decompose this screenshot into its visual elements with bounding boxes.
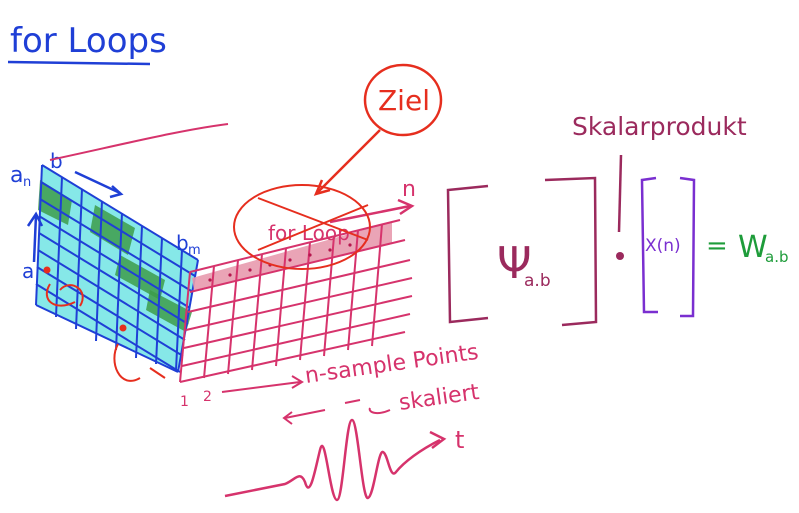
- matrix-green-patch: [146, 290, 192, 332]
- time-label: t: [455, 426, 464, 454]
- w-symbol: W: [738, 230, 768, 265]
- step-dot: [119, 324, 127, 332]
- sample-grid: n 1 2: [179, 177, 416, 410]
- vector-bracket-left: [640, 176, 658, 314]
- label-a: a: [22, 259, 34, 283]
- psi-matrix: Ψ a.b: [446, 176, 598, 327]
- psi-bracket-right: [544, 176, 598, 327]
- title: for Loops: [10, 21, 167, 61]
- sample-points-label: n-sample Points: [303, 340, 480, 389]
- w-subscript: a.b: [765, 248, 788, 266]
- skalar-pointer: [617, 154, 623, 233]
- axis-n-label: n: [402, 177, 416, 202]
- title-underline: [7, 60, 151, 66]
- b-direction-arrow: [74, 170, 121, 195]
- goal-arrow: [317, 129, 381, 193]
- connector-line: [49, 123, 229, 161]
- dot-product-operator: [616, 252, 624, 260]
- vector-label: X(n): [645, 236, 681, 256]
- psi-subscript: a.b: [524, 271, 551, 291]
- vector-bracket-right: [679, 176, 696, 318]
- skalarprodukt-label: Skalarprodukt: [572, 112, 747, 141]
- parameter-matrix: a n b b m a: [10, 149, 201, 382]
- skaliert-label: skaliert: [397, 380, 481, 416]
- equals-sign: =: [706, 231, 728, 261]
- for-loop-circle: [233, 184, 371, 270]
- strike-line: [257, 204, 369, 251]
- psi-symbol: Ψ: [497, 238, 532, 289]
- sample-index-1: 1: [180, 394, 189, 410]
- label-bm-sub: m: [188, 243, 201, 258]
- goal-label: Ziel: [378, 84, 430, 117]
- strike-line: [257, 197, 369, 241]
- n-axis-arrow: [329, 204, 411, 224]
- label-bm: b: [176, 231, 189, 255]
- label-an-sub: n: [23, 175, 31, 190]
- signal-vector: X(n): [640, 176, 696, 318]
- sample-index-2: 2: [203, 389, 212, 405]
- wavelet-curve: [224, 418, 441, 502]
- label-b: b: [50, 149, 63, 173]
- start-dot: [43, 266, 51, 274]
- psi-bracket-left: [446, 184, 489, 324]
- sample-arrow: [221, 381, 301, 393]
- highlight-row: [192, 222, 392, 290]
- goal-annotation: Ziel for Loop: [233, 63, 443, 270]
- a-direction-arrow: [32, 214, 38, 263]
- goal-circle: [363, 63, 443, 137]
- label-an: a: [10, 163, 23, 188]
